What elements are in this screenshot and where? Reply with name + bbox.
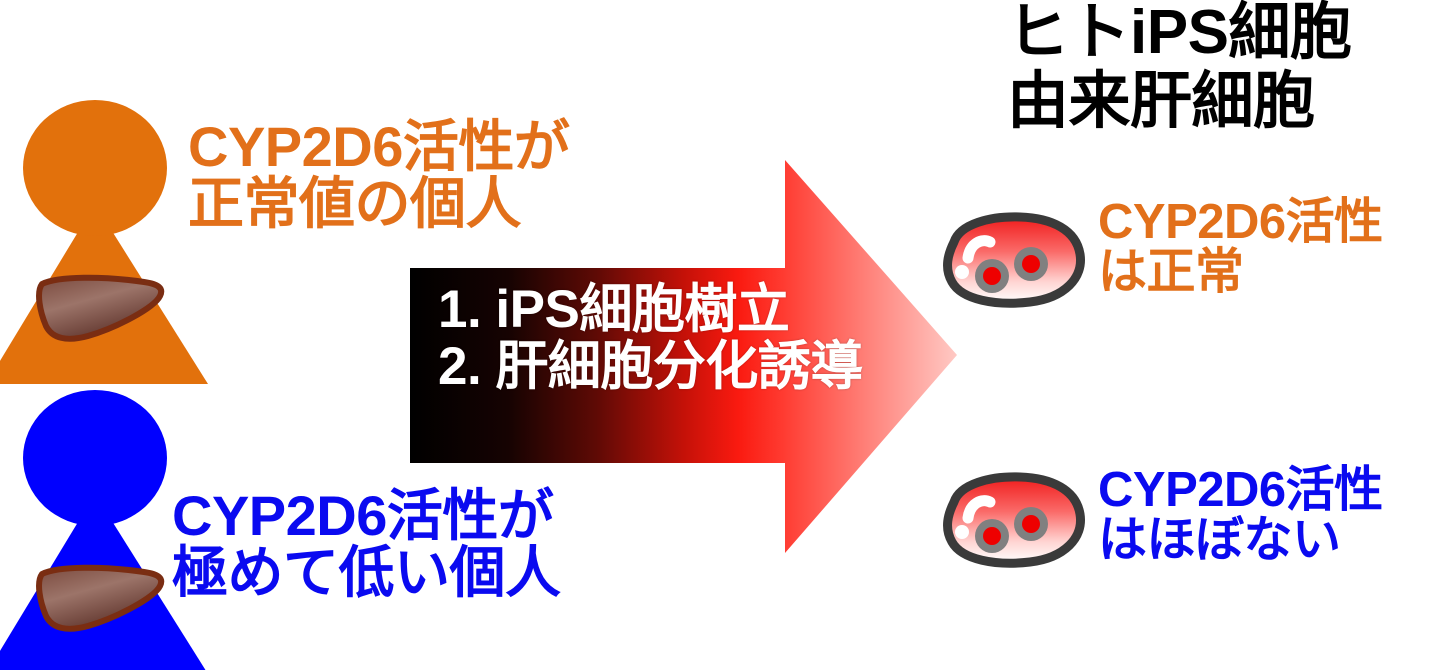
- cell-highlight-arc: [962, 495, 996, 524]
- transformation-arrow: 1. iPS細胞樹立 2. 肝細胞分化誘導: [408, 155, 960, 570]
- cell-highlight-dot: [955, 525, 969, 539]
- arrow-steps-text: 1. iPS細胞樹立 2. 肝細胞分化誘導: [438, 280, 938, 397]
- poor-cell-label-line1: CYP2D6活性: [1098, 463, 1383, 517]
- page-title-line2: 由来肝細胞: [1007, 67, 1315, 137]
- cell-highlight-arc: [962, 235, 996, 264]
- arrow-shape: [410, 160, 957, 553]
- person-with-liver-icon: [0, 100, 208, 384]
- person-poor-metabolizer-figure: [0, 386, 226, 670]
- arrow-step-1: 1. iPS細胞樹立: [438, 280, 790, 339]
- person-with-liver-icon: [0, 390, 206, 670]
- poor-metabolizer-label: CYP2D6活性が 極めて低い個人: [172, 487, 561, 601]
- cell-highlight-dot: [955, 265, 969, 279]
- hepatocyte-poor-figure: [934, 470, 1094, 575]
- normal-cell-label-line1: CYP2D6活性: [1098, 195, 1383, 249]
- nucleus-core-right: [1022, 255, 1040, 273]
- arrow-step-2: 2. 肝細胞分化誘導: [438, 337, 863, 397]
- person-normal-metabolizer-figure: [0, 96, 226, 396]
- nucleus-core-left: [983, 527, 1001, 545]
- poor-metabolizer-label-line1: CYP2D6活性が: [172, 484, 554, 547]
- person-head-shape: [23, 100, 167, 236]
- hepatocyte-cell-icon: [943, 472, 1085, 568]
- liver-shape: [36, 564, 165, 632]
- person-head-shape: [23, 390, 167, 526]
- nucleus-core-right: [1022, 515, 1040, 533]
- poor-cell-label-line2: はほぼない: [1098, 512, 1341, 567]
- page-title: ヒトiPS細胞 由来肝細胞: [1007, 0, 1352, 137]
- normal-cell-label: CYP2D6活性 は正常: [1098, 195, 1383, 299]
- nucleus-core-left: [983, 267, 1001, 285]
- normal-metabolizer-label-line2: 正常値の個人: [188, 172, 522, 236]
- normal-cell-label-line2: は正常: [1098, 244, 1244, 299]
- poor-metabolizer-label-line2: 極めて低い個人: [172, 541, 561, 605]
- normal-metabolizer-label: CYP2D6活性が 正常値の個人: [188, 115, 570, 236]
- page-title-line1: ヒトiPS細胞: [1007, 0, 1352, 67]
- right-arrow-gradient: [410, 160, 957, 553]
- hepatocyte-normal-figure: [934, 210, 1094, 315]
- liver-shape: [36, 274, 165, 342]
- hepatocyte-cell-icon: [943, 212, 1085, 308]
- normal-metabolizer-label-line1: CYP2D6活性が: [188, 115, 570, 178]
- poor-cell-label: CYP2D6活性 はほぼない: [1098, 463, 1383, 567]
